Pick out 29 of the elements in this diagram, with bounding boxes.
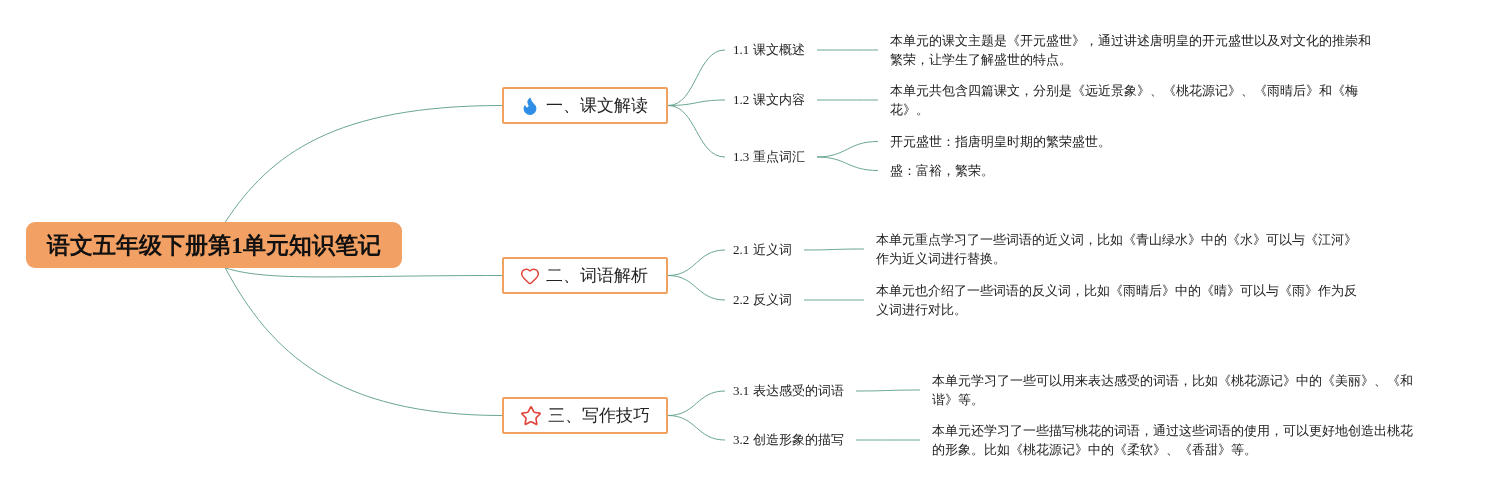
note-text: 本单元共包含四篇课文，分别是《远近景象》、《桃花源记》、《雨晴后》和《梅花》。 — [878, 81, 1383, 119]
connector-line — [816, 49, 879, 51]
connector-line — [803, 299, 865, 301]
note-text: 本单元也介绍了一些词语的反义词，比如《雨晴后》中的《晴》可以与《雨》作为反义词进行对比。 — [864, 281, 1369, 319]
topic-box — [502, 397, 668, 434]
connector-line — [855, 439, 921, 441]
note-text: 本单元学习了一些可以用来表达感受的词语，比如《桃花源记》中的《美丽》、《和谐》等。 — [920, 371, 1425, 409]
note-text: 本单元的课文主题是《开元盛世》，通过讲述唐明皇的开元盛世以及对文化的推崇和繁荣，让学生了解盛世的特点。 — [878, 31, 1383, 69]
connector-line — [855, 389, 921, 392]
connector-line — [224, 267, 503, 416]
topic-text: 二、词语解析 — [546, 264, 648, 287]
connector-line — [667, 415, 726, 441]
note-text: 盛：富裕，繁荣。 — [878, 161, 1383, 180]
topic-text: 三、写作技巧 — [548, 404, 650, 427]
connector-line — [816, 141, 879, 158]
note-text: 本单元还学习了一些描写桃花的词语，通过这些词语的使用，可以更好地创造出桃花的形象。比如《桃花源记》中的《柔软》、《香甜》等。 — [920, 421, 1425, 459]
connector-line — [667, 275, 726, 301]
connector-line — [667, 105, 726, 158]
connector-line — [224, 105, 503, 223]
topic-box — [502, 257, 668, 294]
topic-text: 一、课文解读 — [546, 94, 648, 117]
connector-line — [224, 267, 503, 278]
connector-line — [803, 248, 865, 251]
connector-line — [816, 156, 879, 171]
note-text: 本单元重点学习了一些词语的近义词，比如《青山绿水》中的《水》可以与《江河》作为近义词进行替换。 — [864, 230, 1369, 268]
connector-line — [816, 99, 879, 101]
topic-box — [502, 87, 668, 124]
central-topic: 语文五年级下册第1单元知识笔记 — [26, 222, 402, 268]
note-text: 开元盛世：指唐明皇时期的繁荣盛世。 — [878, 132, 1383, 151]
